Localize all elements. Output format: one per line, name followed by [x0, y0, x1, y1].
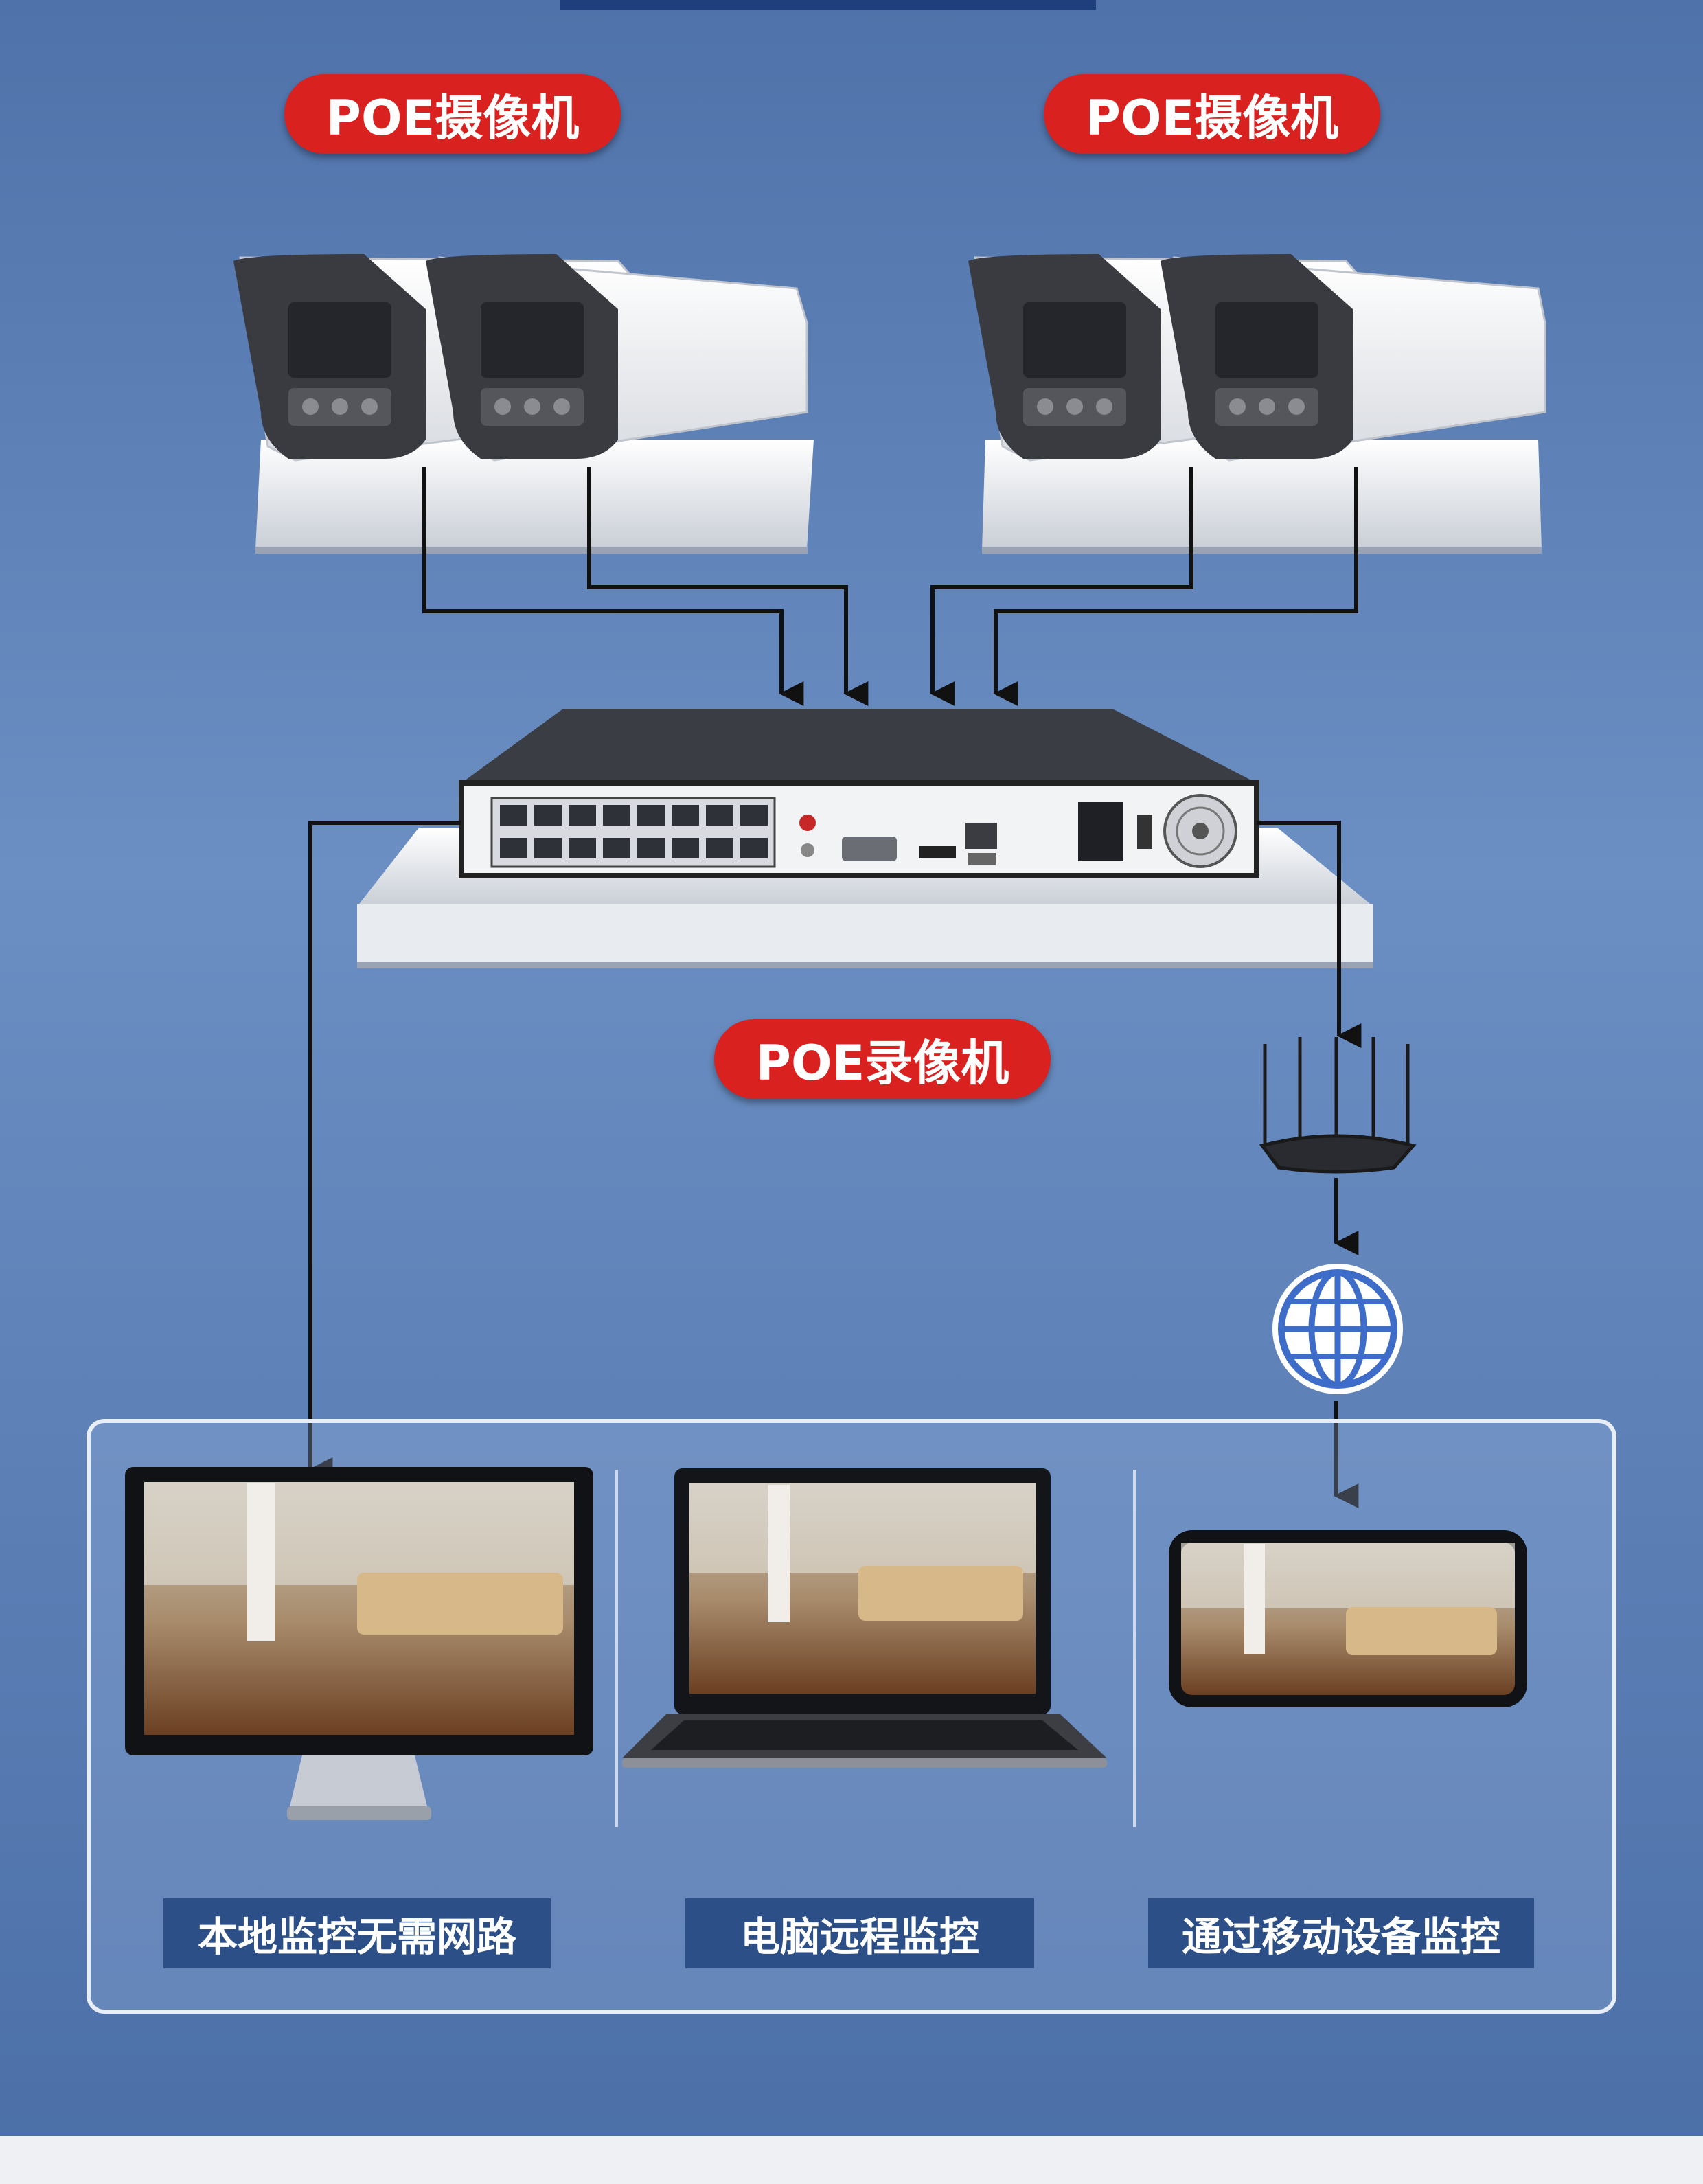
caption-local: 本地监控无需网路	[163, 1898, 551, 1968]
nvr-icon	[459, 709, 1259, 878]
router-icon	[1259, 1037, 1417, 1174]
bottom-strip	[0, 2136, 1703, 2184]
camera-pedestal-left	[255, 440, 814, 554]
camera-label-left: POE摄像机	[284, 74, 621, 154]
panel-divider-1	[615, 1470, 618, 1827]
globe-icon	[1272, 1264, 1403, 1394]
camera-label-right: POE摄像机	[1044, 74, 1380, 154]
camera-cables	[422, 467, 1358, 706]
recorder-label: POE录像机	[714, 1019, 1051, 1099]
router-cable	[1257, 821, 1362, 1048]
top-bar	[560, 0, 1096, 10]
phone-icon	[1169, 1530, 1527, 1707]
caption-computer: 电脑远程监控	[685, 1898, 1034, 1968]
camera-pedestal-right	[982, 440, 1542, 554]
camera-icon	[426, 254, 808, 462]
laptop-icon	[622, 1468, 1107, 1768]
caption-mobile: 通过移动设备监控	[1148, 1898, 1534, 1968]
local-cable	[308, 821, 461, 1482]
panel-divider-2	[1133, 1470, 1136, 1827]
monitor-icon	[125, 1467, 593, 1820]
camera-icon	[1161, 254, 1546, 462]
